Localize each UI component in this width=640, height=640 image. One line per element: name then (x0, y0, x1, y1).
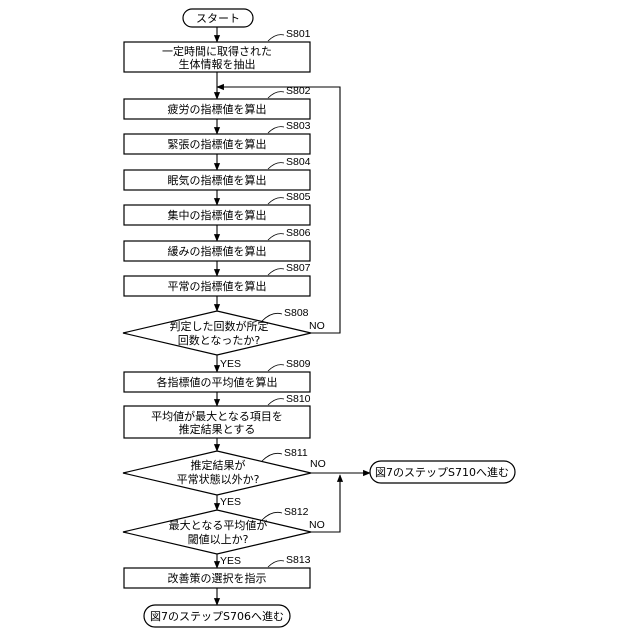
s808-text-1: 判定した回数が所定 (170, 319, 269, 333)
s807-label: S807 (286, 262, 311, 274)
s812-text-1: 最大となる平均値が (169, 518, 268, 532)
s812-text-2: 閾値以上か? (188, 533, 249, 546)
s812-no-label: NO (309, 519, 325, 531)
s811-no-label: NO (310, 458, 326, 470)
s810-label: S810 (286, 393, 311, 405)
s803-text: 緊張の指標値を算出 (168, 137, 267, 151)
s806-label: S806 (286, 227, 311, 239)
s808-text-2: 回数となったか? (178, 334, 261, 347)
s801-label: S801 (286, 28, 311, 40)
s809-label: S809 (286, 358, 311, 370)
s803-label: S803 (286, 120, 311, 132)
s808-no-label: NO (309, 320, 325, 332)
s808-yes-label: YES (220, 358, 241, 370)
s801-text-1: 一定時間に取得された (162, 44, 272, 58)
s807-text: 平常の指標値を算出 (168, 279, 267, 293)
end-terminal-s706: 図7のステップS706へ進む (144, 605, 290, 627)
decision-s811: 推定結果が 平常状態以外か? S811 NO YES (123, 447, 326, 508)
s811-text-2: 平常状態以外か? (177, 472, 260, 486)
s810-text-1: 平均値が最大となる項目を (151, 409, 283, 423)
start-terminal: スタート (183, 9, 253, 27)
s810-text-2: 推定結果とする (179, 422, 256, 436)
start-text: スタート (196, 12, 240, 25)
s805-label: S805 (286, 191, 311, 203)
end706-text: 図7のステップS706へ進む (150, 610, 284, 623)
s809-text: 各指標値の平均値を算出 (157, 375, 278, 389)
s804-text: 眠気の指標値を算出 (168, 173, 267, 187)
s811-yes-label: YES (220, 496, 241, 508)
s812-yes-label: YES (220, 555, 241, 567)
end-terminal-s710: 図7のステップS710へ進む (370, 461, 515, 483)
s813-text: 改善策の選択を指示 (168, 571, 267, 585)
s804-label: S804 (286, 156, 311, 168)
s806-text: 緩みの指標値を算出 (168, 244, 267, 258)
s812-label: S812 (284, 506, 309, 518)
s811-text-1: 推定結果が (191, 458, 246, 472)
s801-text-2: 生体情報を抽出 (179, 57, 256, 71)
s802-text: 疲労の指標値を算出 (168, 102, 267, 116)
s813-label: S813 (286, 554, 311, 566)
s802-label: S802 (286, 85, 311, 97)
s808-label: S808 (284, 307, 309, 319)
s805-text: 集中の指標値を算出 (168, 208, 267, 222)
end710-text: 図7のステップS710へ進む (375, 466, 509, 479)
s811-label: S811 (284, 447, 308, 459)
